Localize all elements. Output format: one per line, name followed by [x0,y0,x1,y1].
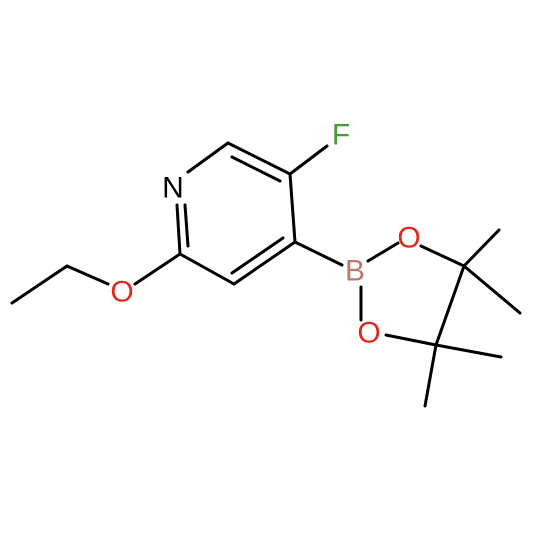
bond-o-bottom-cq2 [384,333,438,347]
bond-c6-c5-inner [230,155,282,183]
atom-labels: N F O B O O [110,119,420,350]
bond-n-c6 [186,141,230,174]
bond-c3-c2 [178,252,236,286]
bond-ch2-o [65,264,110,286]
atom-o-boronate-top: O [397,222,420,255]
bond-b-o-top [366,241,400,263]
bond-cq1-cq2 [434,264,466,347]
bond-c4-c3 [232,240,297,286]
atom-o-ether: O [110,276,133,309]
atom-n: N [162,172,184,205]
bond-c5-c4 [288,172,297,244]
atom-o-boronate-bottom: O [357,317,380,350]
bond-o-c2 [133,252,182,286]
bond-c4-c3-inner [230,236,285,275]
bond-c5-f [288,144,329,176]
bond-c6-c5 [226,141,292,176]
bonds [10,141,522,408]
bond-c2-n [175,203,182,256]
bond-c2-n-inner [183,203,190,248]
bond-cq1-me-b [462,264,522,315]
bond-cq1-me-a [462,228,501,268]
atom-f: F [332,119,350,152]
bond-cq2-me-a [434,343,503,359]
bond-c4-b [293,240,344,267]
bond-ch3-ch2 [10,264,69,305]
bond-o-top-cq1 [419,244,466,268]
bond-cq2-me-b [423,343,438,408]
atom-b: B [345,255,365,288]
